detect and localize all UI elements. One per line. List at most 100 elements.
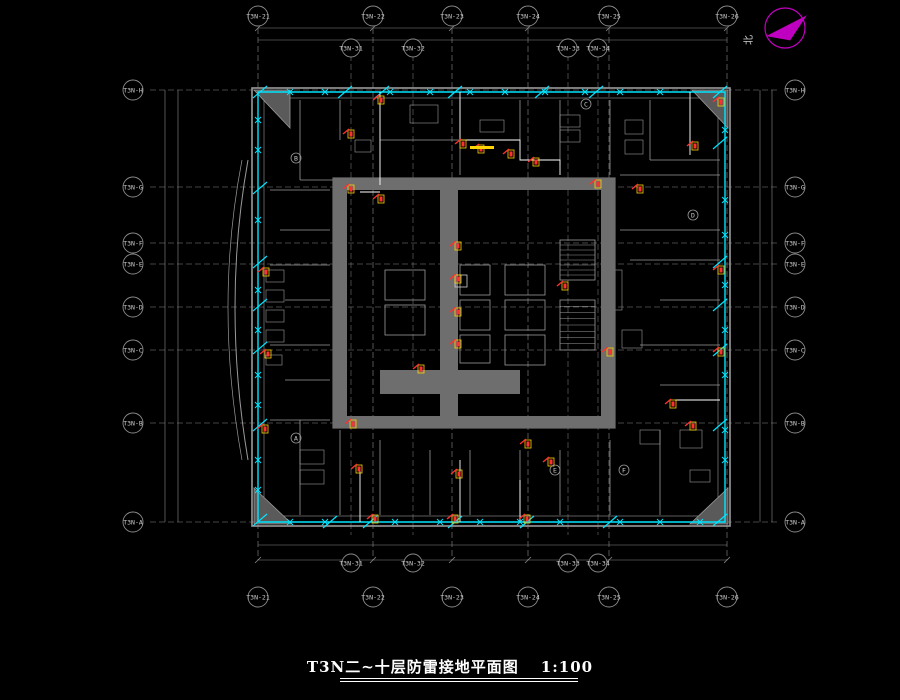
downlead-leader <box>518 513 526 520</box>
core-band-left <box>333 178 347 428</box>
axis-bubble-circle <box>247 5 269 27</box>
axis-bubble-circle <box>716 586 738 608</box>
axis-bubble-left: T3N-F <box>122 232 144 254</box>
downlead-core <box>373 516 377 522</box>
zone-letter: E <box>553 467 557 475</box>
outer-wall <box>251 87 731 527</box>
axis-bubble-bottom-inner: T3N-31 <box>339 553 363 573</box>
downlead-core <box>549 459 553 465</box>
downlead-leader <box>712 264 720 271</box>
downlead-core <box>719 349 723 355</box>
corner-block <box>253 89 291 130</box>
downlead-marker <box>454 138 467 149</box>
downlead-core <box>456 309 460 315</box>
downlead-leader <box>372 193 380 200</box>
zone-circle <box>290 152 302 164</box>
fixture <box>559 114 581 128</box>
axis-bubble-top-inner: T3N-34 <box>586 38 610 58</box>
downlead-box <box>347 184 355 194</box>
drawing-scale: 1:100 <box>540 658 594 676</box>
bond-connection <box>712 418 728 432</box>
lift-shaft <box>504 334 546 366</box>
axis-bubble-label: T3N-F <box>785 240 805 248</box>
downlead-marker <box>259 348 272 359</box>
zone-circle <box>687 209 699 221</box>
axis-bubble-circle <box>558 553 578 573</box>
downlead-marker <box>450 468 463 479</box>
bond-connection <box>252 513 268 527</box>
axis-bubble-circle <box>362 5 384 27</box>
axis-bubble-circle <box>598 586 620 608</box>
downlead-box <box>454 241 462 251</box>
axis-bubble-label: T3N-23 <box>440 13 464 21</box>
ring-clip-mark <box>616 518 624 526</box>
downlead-marker <box>556 280 569 291</box>
fixture <box>354 139 372 153</box>
axis-bubble-bottom: T3N-23 <box>440 586 464 608</box>
axis-bubble-label: T3N-24 <box>516 594 540 602</box>
axis-bubble-bottom: T3N-26 <box>715 586 739 608</box>
corner-block <box>691 89 729 130</box>
downlead-leader <box>589 178 597 185</box>
downlead-marker <box>366 513 379 524</box>
downlead-core <box>534 159 538 165</box>
downlead-box <box>451 514 459 524</box>
ring-clip-mark <box>254 216 262 224</box>
downlead-box <box>524 439 532 449</box>
downlead-core <box>608 349 612 355</box>
downlead-core <box>509 151 513 157</box>
zone-letter: C <box>584 101 588 109</box>
axis-bubble-circle <box>122 176 144 198</box>
ring-clip-mark <box>286 518 294 526</box>
ring-clip-mark <box>656 518 664 526</box>
downlead-box <box>371 514 379 524</box>
bond-connection <box>337 85 353 99</box>
downlead-leader <box>631 183 639 190</box>
downlead-box <box>691 141 699 151</box>
corner-block <box>253 487 294 525</box>
fixture <box>265 289 285 303</box>
axis-bubble-circle <box>784 296 806 318</box>
fixture <box>299 449 325 465</box>
downlead-box <box>717 265 725 275</box>
axis-bubble-circle <box>784 232 806 254</box>
ring-clip-mark <box>321 518 329 526</box>
axis-bubble-bottom: T3N-22 <box>361 586 385 608</box>
ring-clip-mark <box>476 518 484 526</box>
axis-bubble-label: T3N-A <box>785 519 805 527</box>
downlead-marker <box>449 273 462 284</box>
core-band-right <box>601 178 615 428</box>
fixture <box>639 429 661 445</box>
axis-bubble-circle <box>441 586 463 608</box>
axis-bubble-label: T3N-B <box>785 420 805 428</box>
bonding-conductor <box>459 92 561 175</box>
downlead-box <box>454 274 462 284</box>
axis-bubble-right: T3N-C <box>784 339 806 361</box>
fixture <box>265 354 283 366</box>
downlead-marker <box>589 178 602 189</box>
downlead-leader <box>449 306 457 313</box>
downlead-box <box>261 424 269 434</box>
axis-bubble-label: T3N-D <box>123 304 143 312</box>
ring-clip-mark <box>516 518 524 526</box>
downlead-core <box>526 441 530 447</box>
axis-bubble-circle <box>247 586 269 608</box>
bond-connection <box>322 515 338 529</box>
ring-clip-mark <box>386 88 394 96</box>
ring-clip-mark <box>721 371 729 379</box>
corner-block <box>688 487 729 525</box>
axis-bubble-label: T3N-34 <box>586 560 610 568</box>
downlead-marker <box>446 513 459 524</box>
axis-bubble-label: T3N-G <box>123 184 143 192</box>
ring-clip-mark <box>721 126 729 134</box>
downlead-core <box>266 351 270 357</box>
axis-bubble-label: T3N-D <box>785 304 805 312</box>
axis-bubble-circle <box>588 553 608 573</box>
downlead-box <box>347 129 355 139</box>
downlead-leader <box>372 94 380 101</box>
bond-connection <box>252 255 268 269</box>
downlead-core <box>461 141 465 147</box>
downlead-leader <box>502 148 510 155</box>
zone-letter: A <box>294 435 298 443</box>
downlead-core <box>357 466 361 472</box>
